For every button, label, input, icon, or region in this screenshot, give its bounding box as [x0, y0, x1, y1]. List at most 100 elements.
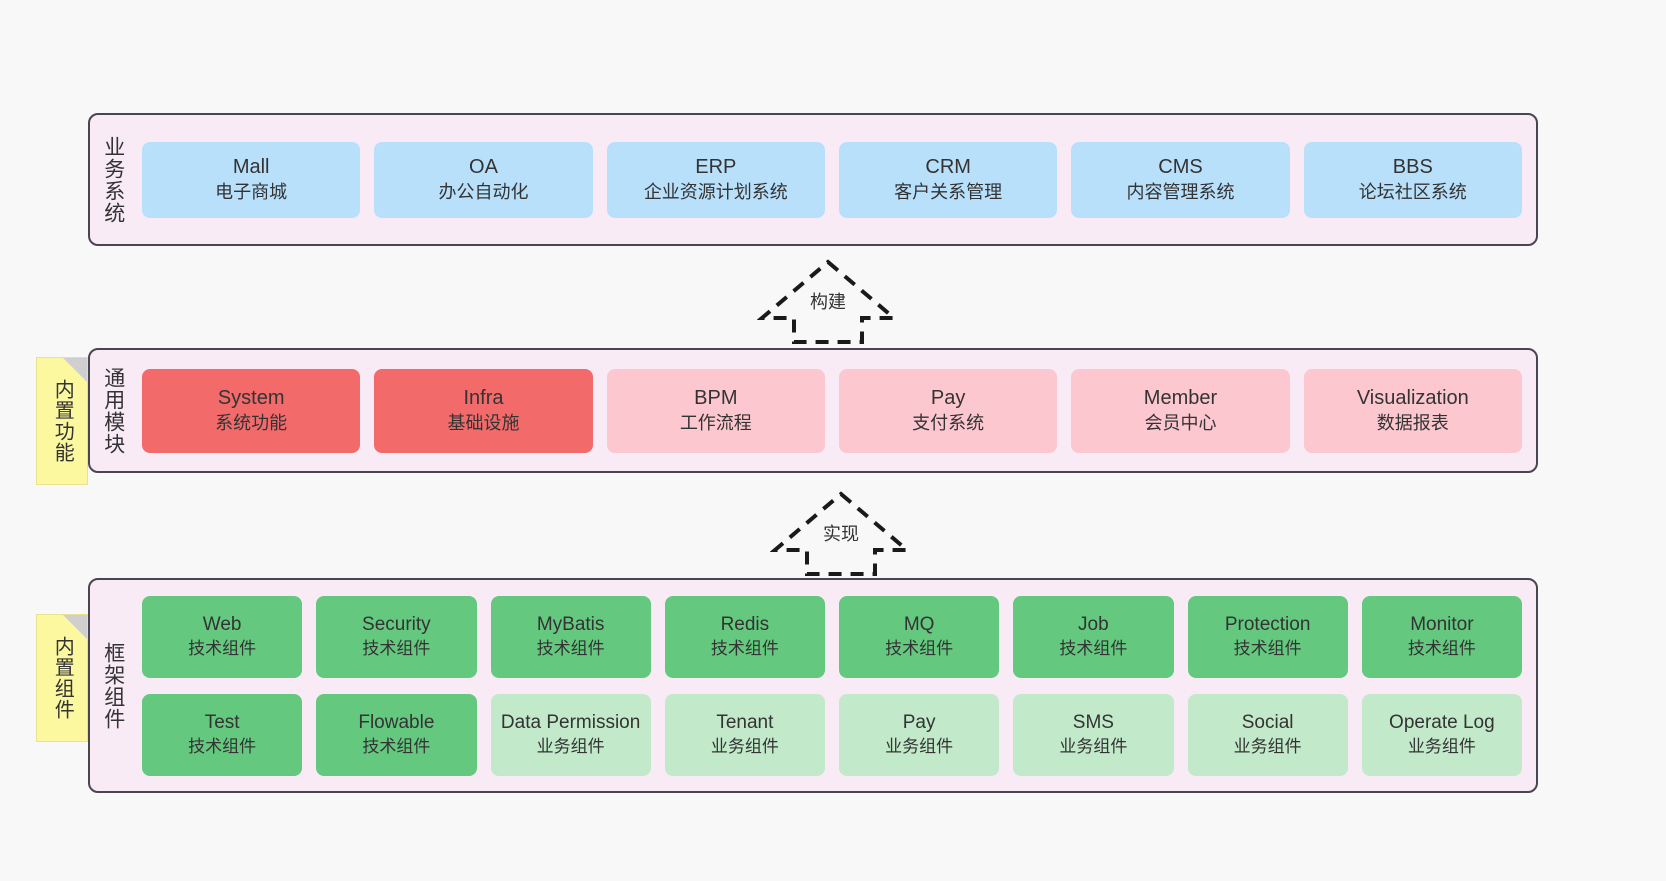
layer-framework-components-label: 框架组件 [101, 641, 125, 730]
framework-box-mybatis[interactable]: MyBatis 技术组件 [490, 595, 651, 678]
note-builtin-features-label: 内置功能 [51, 379, 74, 463]
framework-box-mybatis-desc: 技术组件 [536, 638, 605, 658]
framework-box-tenant-desc: 业务组件 [710, 736, 779, 756]
framework-box-flowable[interactable]: Flowable 技术组件 [316, 693, 477, 776]
framework-box-mq-desc: 技术组件 [885, 638, 954, 658]
business-box-bbs-desc: 论坛社区系统 [1358, 181, 1467, 202]
framework-box-mq[interactable]: MQ 技术组件 [839, 595, 1000, 678]
framework-box-data-permission-name: Data Permission [500, 712, 641, 734]
module-box-bpm-desc: 工作流程 [679, 412, 752, 433]
framework-box-protection-desc: 技术组件 [1233, 638, 1302, 658]
framework-box-monitor-name: Monitor [1410, 614, 1474, 636]
business-box-mall[interactable]: Mall 电子商城 [142, 141, 361, 218]
business-box-cms[interactable]: CMS 内容管理系统 [1071, 141, 1290, 218]
layer-business-systems: 业务系统 Mall 电子商城 OA 办公自动化 ERP 企业资源计划系统 CRM [88, 113, 1538, 246]
framework-box-mq-name: MQ [903, 614, 935, 636]
framework-box-redis-desc: 技术组件 [710, 638, 779, 658]
framework-box-flowable-desc: 技术组件 [362, 736, 431, 756]
note-builtin-components-label: 内置组件 [51, 636, 74, 720]
business-box-crm[interactable]: CRM 客户关系管理 [838, 141, 1058, 218]
connector-implement-label: 实现 [823, 524, 859, 544]
business-box-crm-name: CRM [925, 156, 971, 179]
common-modules-row: System 系统功能 Infra 基础设施 BPM 工作流程 Pay 支付系统… [142, 368, 1522, 453]
framework-box-tenant[interactable]: Tenant 业务组件 [664, 693, 825, 776]
connector-build-shape [756, 259, 900, 344]
business-box-oa-desc: 办公自动化 [438, 181, 529, 202]
framework-box-security[interactable]: Security 技术组件 [316, 595, 477, 678]
layer-common-modules-body: System 系统功能 Infra 基础设施 BPM 工作流程 Pay 支付系统… [136, 350, 1536, 471]
framework-box-pay-desc: 业务组件 [885, 736, 954, 756]
module-box-system-desc: 系统功能 [215, 412, 288, 433]
module-box-infra[interactable]: Infra 基础设施 [374, 368, 593, 453]
framework-box-redis-name: Redis [720, 614, 770, 636]
framework-box-social-name: Social [1241, 712, 1294, 734]
framework-box-protection[interactable]: Protection 技术组件 [1187, 595, 1348, 678]
module-box-pay[interactable]: Pay 支付系统 [838, 368, 1058, 453]
framework-box-job-name: Job [1078, 614, 1109, 636]
note-fold-corner-icon [63, 358, 87, 382]
business-box-bbs[interactable]: BBS 论坛社区系统 [1303, 141, 1522, 218]
module-box-visualization[interactable]: Visualization 数据报表 [1303, 368, 1522, 453]
framework-box-tenant-name: Tenant [716, 712, 774, 734]
framework-box-operate-log-desc: 业务组件 [1407, 736, 1476, 756]
connector-build: 构建 [756, 258, 900, 346]
layer-framework-components: 框架组件 Web 技术组件 Security 技术组件 MyBatis 技术组件… [88, 578, 1538, 793]
framework-box-operate-log-name: Operate Log [1389, 712, 1495, 734]
framework-box-sms[interactable]: SMS 业务组件 [1013, 693, 1174, 776]
layer-common-modules-label: 通用模块 [101, 366, 125, 455]
business-box-erp-name: ERP [695, 156, 737, 179]
framework-box-security-desc: 技术组件 [362, 638, 431, 658]
business-box-cms-desc: 内容管理系统 [1126, 181, 1235, 202]
module-box-infra-desc: 基础设施 [447, 412, 520, 433]
framework-box-test[interactable]: Test 技术组件 [142, 693, 303, 776]
module-box-system-name: System [217, 387, 285, 410]
module-box-pay-desc: 支付系统 [912, 412, 985, 433]
framework-box-mybatis-name: MyBatis [536, 614, 605, 636]
framework-box-social[interactable]: Social 业务组件 [1187, 693, 1348, 776]
framework-box-pay-name: Pay [902, 712, 936, 734]
module-box-member-name: Member [1143, 387, 1218, 410]
framework-box-protection-name: Protection [1224, 614, 1311, 636]
business-box-erp[interactable]: ERP 企业资源计划系统 [606, 141, 825, 218]
connector-implement-shape [769, 491, 913, 576]
framework-box-job[interactable]: Job 技术组件 [1013, 595, 1174, 678]
note-builtin-features: 内置功能 [36, 357, 88, 485]
framework-box-security-name: Security [362, 614, 431, 636]
layer-framework-components-body: Web 技术组件 Security 技术组件 MyBatis 技术组件 Redi… [136, 580, 1536, 791]
business-box-mall-desc: 电子商城 [215, 181, 288, 202]
business-box-mall-name: Mall [232, 156, 270, 179]
business-box-bbs-name: BBS [1392, 156, 1433, 179]
business-systems-row: Mall 电子商城 OA 办公自动化 ERP 企业资源计划系统 CRM 客户关系… [142, 141, 1522, 218]
framework-box-operate-log[interactable]: Operate Log 业务组件 [1361, 693, 1522, 776]
layer-common-modules: 通用模块 System 系统功能 Infra 基础设施 BPM 工作流程 Pay [88, 348, 1538, 473]
module-box-member[interactable]: Member 会员中心 [1071, 368, 1290, 453]
business-box-erp-desc: 企业资源计划系统 [643, 181, 788, 202]
framework-box-test-name: Test [204, 712, 240, 734]
framework-box-pay[interactable]: Pay 业务组件 [839, 693, 1000, 776]
business-box-oa-name: OA [469, 156, 498, 179]
framework-box-web[interactable]: Web 技术组件 [142, 595, 303, 678]
framework-box-monitor[interactable]: Monitor 技术组件 [1361, 595, 1522, 678]
framework-box-web-desc: 技术组件 [188, 638, 257, 658]
business-box-cms-name: CMS [1158, 156, 1203, 179]
framework-box-sms-desc: 业务组件 [1059, 736, 1128, 756]
module-box-visualization-name: Visualization [1356, 387, 1469, 410]
layer-business-systems-body: Mall 电子商城 OA 办公自动化 ERP 企业资源计划系统 CRM 客户关系… [136, 115, 1536, 244]
framework-box-web-name: Web [202, 614, 242, 636]
framework-box-data-permission-desc: 业务组件 [536, 736, 605, 756]
module-box-pay-name: Pay [930, 387, 966, 410]
module-box-visualization-desc: 数据报表 [1376, 412, 1449, 433]
module-box-member-desc: 会员中心 [1144, 412, 1217, 433]
framework-box-data-permission[interactable]: Data Permission 业务组件 [490, 693, 651, 776]
framework-box-sms-name: SMS [1072, 712, 1114, 734]
module-box-bpm[interactable]: BPM 工作流程 [606, 368, 825, 453]
module-box-system[interactable]: System 系统功能 [142, 368, 361, 453]
framework-row-technical: Web 技术组件 Security 技术组件 MyBatis 技术组件 Redi… [142, 595, 1522, 678]
framework-box-monitor-desc: 技术组件 [1407, 638, 1476, 658]
framework-box-redis[interactable]: Redis 技术组件 [664, 595, 825, 678]
framework-box-flowable-name: Flowable [358, 712, 435, 734]
note-builtin-components: 内置组件 [36, 614, 88, 742]
business-box-oa[interactable]: OA 办公自动化 [374, 141, 593, 218]
framework-box-job-desc: 技术组件 [1059, 638, 1128, 658]
